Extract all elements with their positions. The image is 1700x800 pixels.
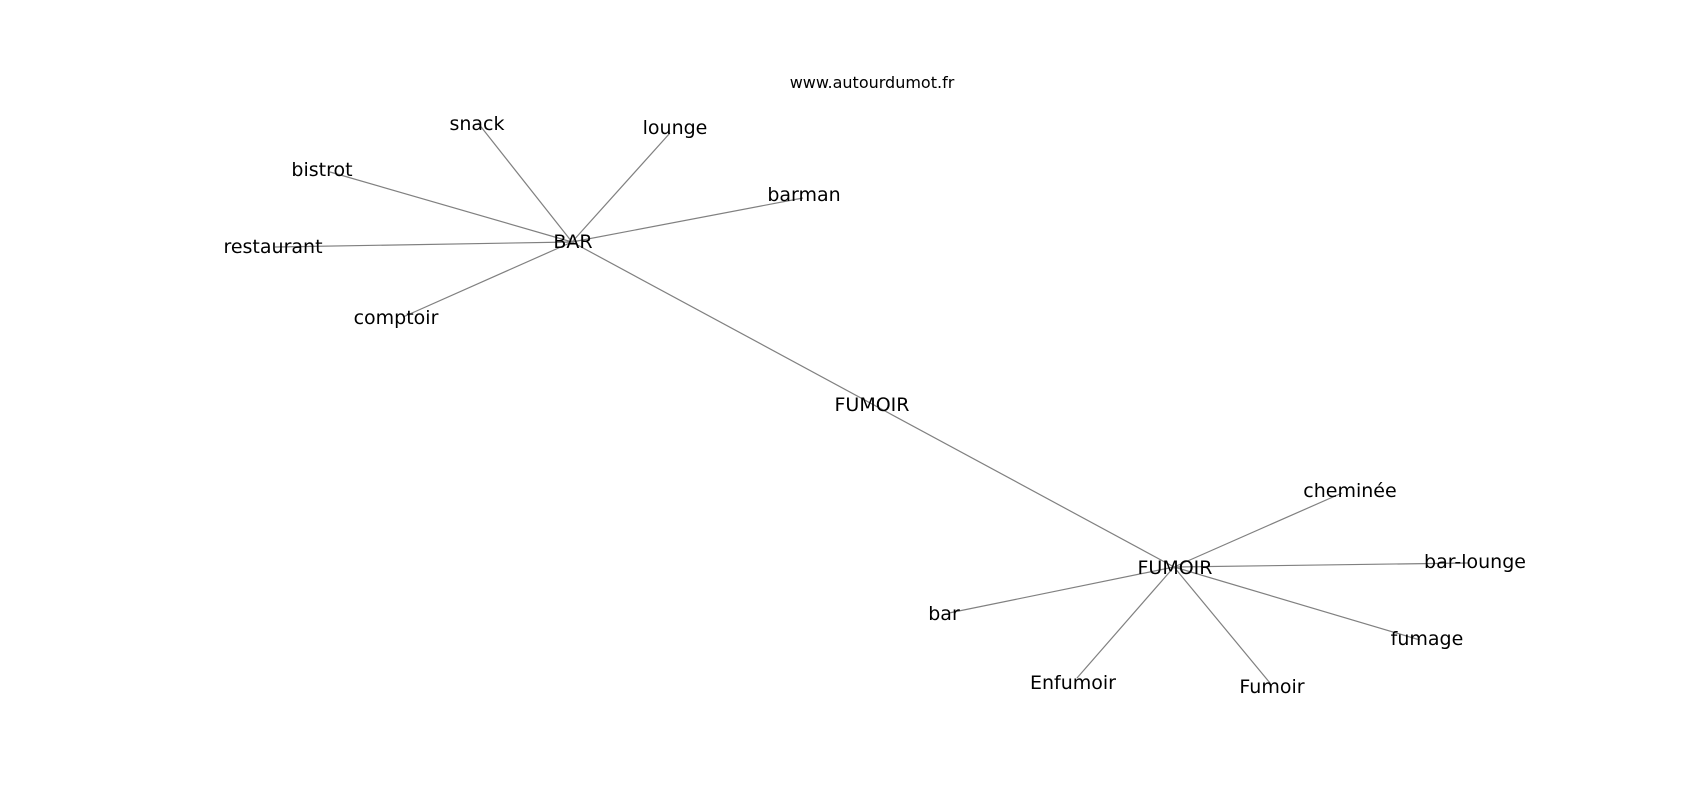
graph-edges <box>274 122 1469 684</box>
node-cheminee[interactable]: cheminée <box>1303 480 1396 502</box>
edge-bar-comptoir <box>402 241 573 318</box>
edge-fumoir_hub-bar <box>948 566 1175 614</box>
edge-bar-snack <box>477 122 573 243</box>
node-restaurant[interactable]: restaurant <box>223 236 322 258</box>
edge-bar-lounge <box>571 132 671 243</box>
node-fumoir-hub[interactable]: FUMOIR <box>1138 557 1213 579</box>
edge-fumoir_hub-fumoir <box>1173 566 1271 684</box>
node-bar[interactable]: BAR <box>553 231 592 253</box>
node-bistrot[interactable]: bistrot <box>291 159 352 181</box>
node-fumoir[interactable]: Fumoir <box>1239 676 1304 698</box>
center-word-label: FUMOIR <box>835 394 910 416</box>
edge-fumoir_hub-bar-lounge <box>1173 562 1469 568</box>
edge-bar-restaurant <box>274 241 573 248</box>
edge-fumoir_hub-enfumoir <box>1076 566 1175 679</box>
node-bar[interactable]: bar <box>928 603 960 625</box>
node-bar-lounge[interactable]: bar-lounge <box>1424 551 1526 573</box>
site-watermark: www.autourdumot.fr <box>790 73 955 92</box>
edge-fumoir_hub-cheminee <box>1173 492 1343 568</box>
node-enfumoir[interactable]: Enfumoir <box>1030 672 1116 694</box>
graph-nodes: BAR FUMOIR snack lounge bistrot barman restaur… <box>223 113 1525 698</box>
edge-bar-bistrot <box>329 171 573 243</box>
node-snack[interactable]: snack <box>449 113 504 135</box>
node-fumage[interactable]: fumage <box>1391 628 1464 650</box>
edge-bar-barman <box>571 197 804 243</box>
node-comptoir[interactable]: comptoir <box>354 307 439 329</box>
edge-fumoir_hub-fumage <box>1173 566 1421 641</box>
node-barman[interactable]: barman <box>767 184 840 206</box>
node-lounge[interactable]: lounge <box>643 117 708 139</box>
edge-bar-fumoir_hub <box>571 241 1175 568</box>
